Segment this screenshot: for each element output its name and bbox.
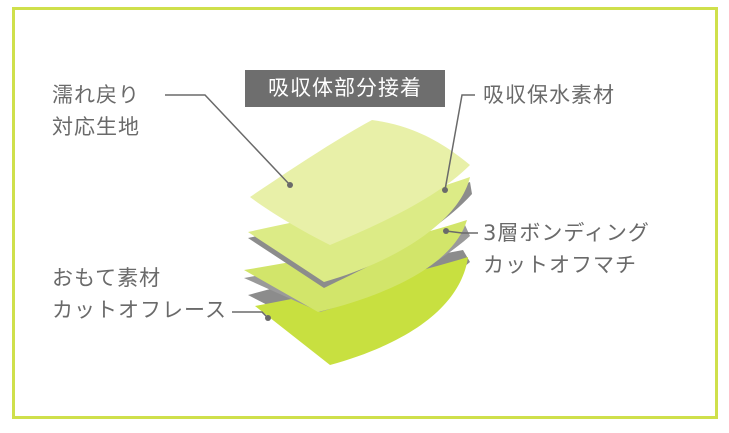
rewet-fabric-layer (250, 120, 470, 245)
label-outer-fabric: おもて素材 カットオフレース (52, 266, 227, 322)
leader-bonding-dot (443, 228, 449, 234)
outer-fabric-layer (255, 257, 468, 365)
leader-outer (232, 311, 269, 319)
leader-absorbent-dot (442, 187, 448, 193)
title-badge: 吸収体部分接着 (245, 70, 445, 107)
leader-outer-dot (265, 315, 271, 321)
leader-absorbent (444, 94, 475, 191)
leader-rewet (165, 94, 291, 186)
leader-bonding (445, 230, 478, 234)
label-bonding: 3層ボンディング カットオフマチ (483, 221, 650, 277)
label-rewet: 濡れ戻り 対応生地 (52, 83, 140, 139)
label-absorbent: 吸収保水素材 (483, 83, 615, 107)
leader-rewet-dot (287, 182, 293, 188)
